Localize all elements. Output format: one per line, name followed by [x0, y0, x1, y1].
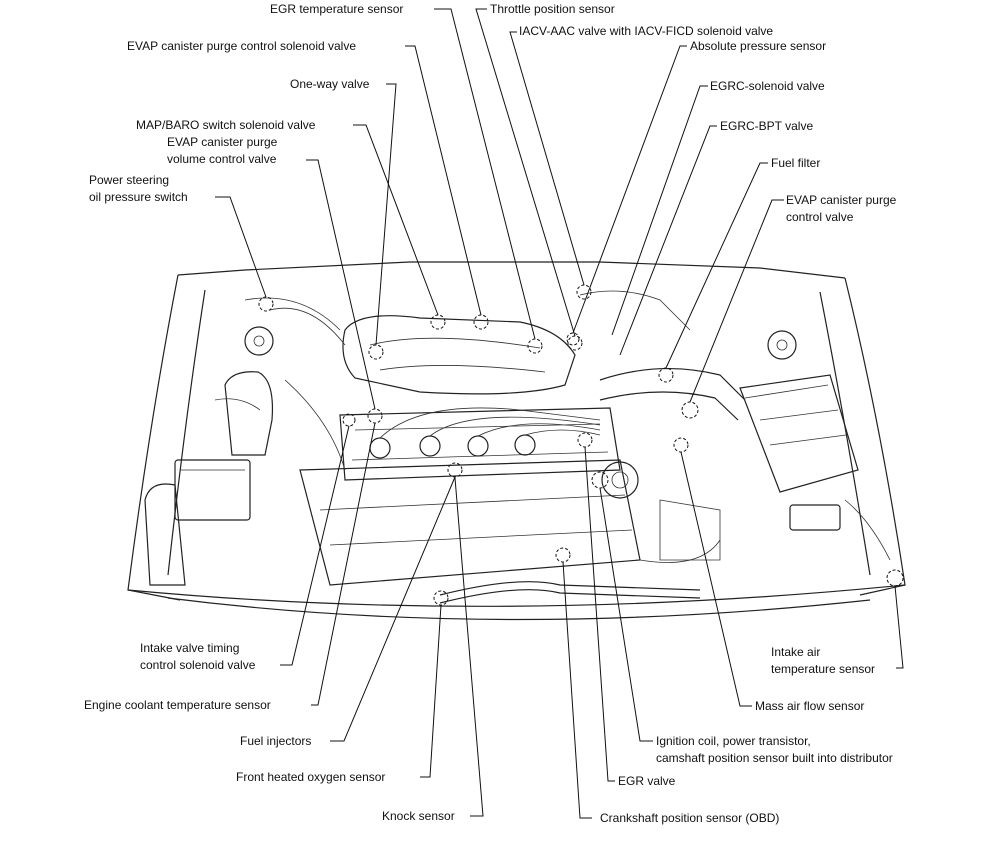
label-ignition-coil-line1: Ignition coil, power transistor,	[656, 734, 811, 748]
label-egr-valve: EGR valve	[618, 774, 676, 788]
label-egrc-bpt-valve: EGRC-BPT valve	[720, 119, 814, 133]
label-ignition-coil-line2: camshaft position sensor built into dist…	[656, 751, 893, 765]
label-intake-valve-timing-line1: Intake valve timing	[140, 641, 240, 655]
label-absolute-pressure-sensor: Absolute pressure sensor	[690, 39, 827, 53]
label-egr-temperature-sensor: EGR temperature sensor	[270, 2, 404, 16]
label-evap-purge-volume-control-valve-line2: volume control valve	[167, 152, 277, 166]
label-one-way-valve: One-way valve	[290, 77, 370, 91]
label-mass-air-flow-sensor: Mass air flow sensor	[755, 699, 865, 713]
component-markers	[258, 284, 904, 606]
label-iacv-aac-valve: IACV-AAC valve with IACV-FICD solenoid v…	[519, 24, 774, 38]
label-fuel-injectors: Fuel injectors	[240, 734, 312, 748]
label-power-steering-line1: Power steering	[89, 173, 170, 187]
label-evap-purge-volume-control-valve-line1: EVAP canister purge	[167, 135, 278, 149]
leader-lines	[215, 8, 904, 819]
engine-bay-drawing	[127, 261, 906, 621]
label-crankshaft-position-sensor: Crankshaft position sensor (OBD)	[600, 811, 780, 825]
label-knock-sensor: Knock sensor	[382, 809, 455, 823]
label-map-baro-switch-solenoid-valve: MAP/BARO switch solenoid valve	[136, 118, 316, 132]
label-evap-purge-control-valve-line1: EVAP canister purge	[786, 193, 897, 207]
label-throttle-position-sensor: Throttle position sensor	[490, 2, 615, 16]
label-intake-air-temp-line2: temperature sensor	[771, 662, 876, 676]
label-power-steering-line2: oil pressure switch	[89, 190, 188, 204]
label-intake-valve-timing-line2: control solenoid valve	[140, 658, 256, 672]
label-evap-purge-control-solenoid-valve: EVAP canister purge control solenoid val…	[127, 39, 357, 53]
label-intake-air-temp-line1: Intake air	[771, 645, 821, 659]
label-fuel-filter: Fuel filter	[771, 156, 821, 170]
label-front-heated-oxygen-sensor: Front heated oxygen sensor	[236, 770, 386, 784]
label-egrc-solenoid-valve: EGRC-solenoid valve	[710, 79, 825, 93]
label-evap-purge-control-valve-line2: control valve	[786, 210, 854, 224]
label-engine-coolant-temperature-sensor: Engine coolant temperature sensor	[84, 698, 271, 712]
